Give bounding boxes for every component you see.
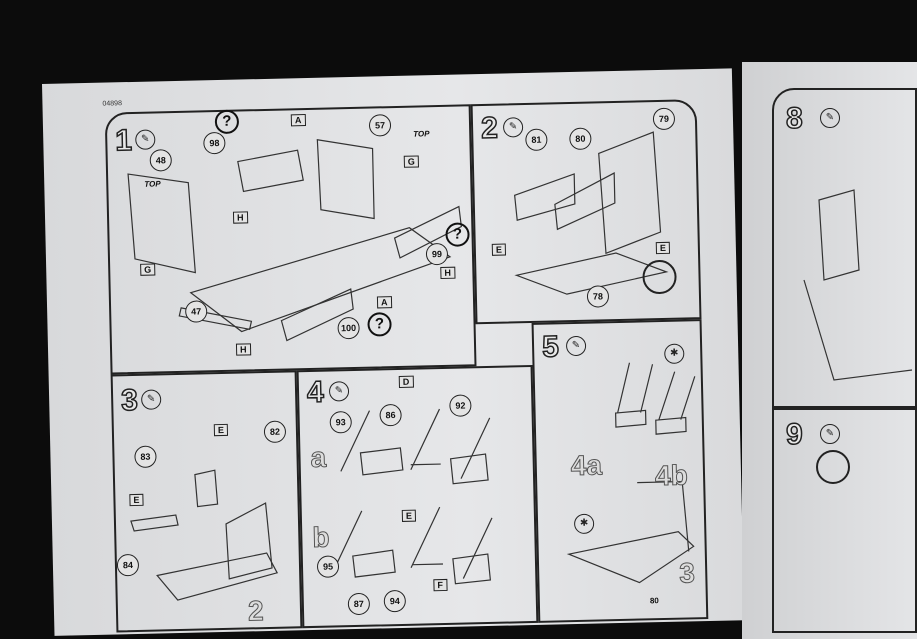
step-number: 3 [120,383,139,418]
sprue-flag-e: E [401,509,417,522]
cab-shell-drawing [803,189,913,381]
variant-a-label: a [310,441,327,473]
step-2-panel: 2 ✎ 81 80 79 78 E E [470,99,702,325]
step-number: 5 [541,330,560,365]
step-number: 2 [480,111,499,146]
step-number: 8 [785,102,803,135]
step-5-panel: 5 ✎ ✱ ✱ 4a 4b 3 80 [531,319,709,623]
ref-3: 3 [678,557,696,589]
sprue-flag-g: G [403,155,420,168]
seat-assembly-drawing [130,469,279,601]
step-number: 1 [114,123,133,158]
part-80-label: 80 [649,596,659,606]
clock-drying-time-icon [816,450,850,484]
step-1-panel: 1 ✎ 48 98 57 99 47 100 ? ? ? A G H G H A… [104,104,477,375]
kit-code: 04898 [102,100,123,108]
sprue-flag-e: E [491,243,507,256]
step-number: 4 [306,375,325,410]
floor-assembly-drawing [127,139,462,342]
top-marker: TOP [413,129,430,139]
control-stick-drawing [332,408,493,585]
sprue-flag-h: H [440,266,456,280]
step-3-panel: 3 ✎ 83 82 84 E E 2 [110,370,303,633]
step-9-panel: 9 ✎ [772,408,917,633]
step-8-panel: 8 ✎ [772,88,917,408]
sprue-flag-a: A [290,114,306,127]
top-marker: TOP [144,179,161,189]
sprue-flag-h: H [232,211,248,224]
ref-4a: 4a [570,449,603,482]
instruction-page-right: 8 ✎ 9 ✎ [742,62,917,639]
glue-tube-icon: ✎ [820,108,840,128]
sprue-flag-g: G [140,263,156,276]
sprue-flag-e: E [129,493,144,507]
step-number: 9 [785,418,803,451]
sprue-flag-e: E [655,241,671,255]
step-reference: 2 [247,595,264,627]
sprue-flag-d: D [398,375,414,388]
instruction-page-left: 04898 1 ✎ 48 98 57 99 47 100 ? ? ? A G H… [42,68,745,636]
cab-assembly-drawing [514,131,669,295]
ref-4b: 4b [654,459,689,492]
glue-tube-icon: ✎ [820,424,840,444]
sprue-flag-h: H [235,343,251,356]
sprue-flag-e: E [213,423,229,437]
sprue-flag-f: F [433,578,448,592]
variant-b-label: b [312,521,331,553]
sprue-flag-a: A [376,296,392,309]
step-4-panel: 4 ✎ 93 86 92 95 87 94 D E F a b [296,364,539,629]
cockpit-assembly-drawing [566,362,696,584]
